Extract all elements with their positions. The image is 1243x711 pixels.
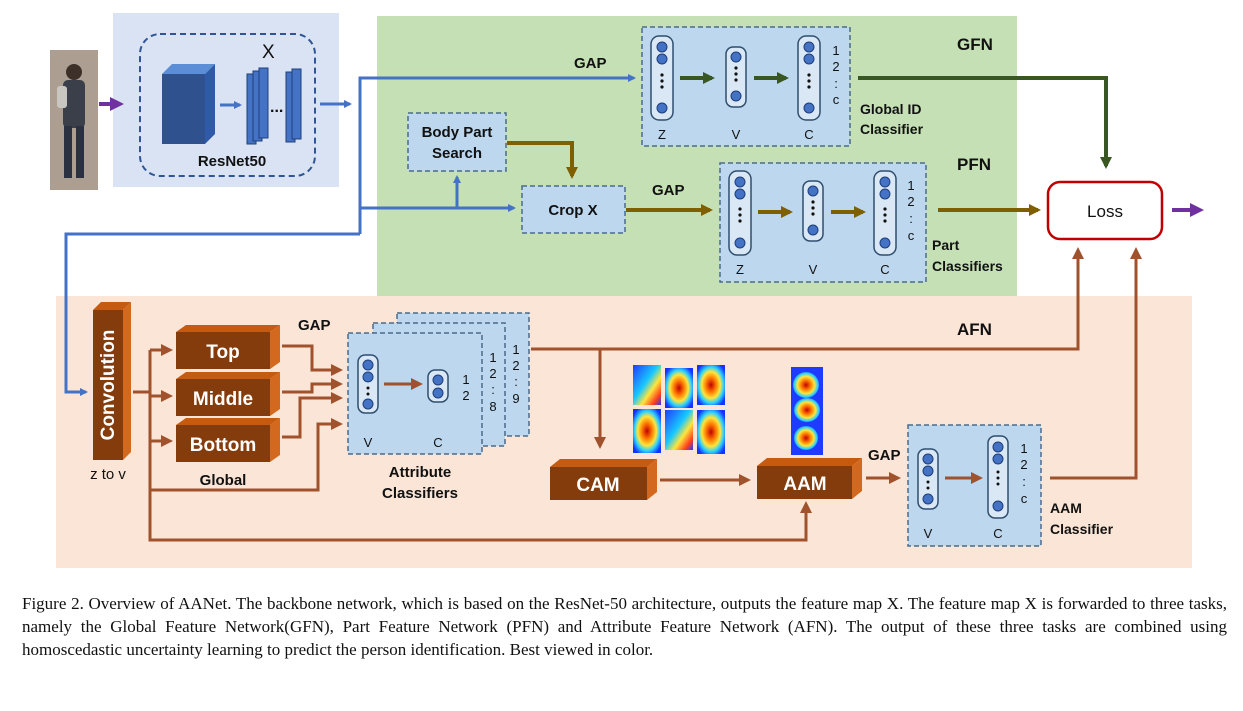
conv-to-aam-arrow: [148, 490, 812, 542]
body-part-search-label-2: Search: [432, 145, 482, 162]
attribute-classifiers-label-1: Attribute: [389, 464, 452, 481]
gfn-z-label: Z: [658, 127, 666, 142]
attr-back-class-9: 9: [512, 391, 519, 406]
gfn-classifier-label-2: Classifier: [860, 121, 924, 137]
afn-gap-label: GAP: [298, 317, 331, 334]
global-label: Global: [200, 472, 247, 489]
search-to-crop-arrow: [507, 141, 578, 179]
attr-back-class-2: 2: [512, 358, 519, 373]
attr-back-class-dots: :: [514, 374, 518, 389]
attr-mid-class-8: 8: [489, 399, 496, 414]
attribute-classifiers-label-2: Classifiers: [382, 485, 458, 502]
body-part-search-label-1: Body Part: [422, 124, 493, 141]
middle-label: Middle: [193, 389, 253, 410]
route-to-gfn: [358, 74, 636, 234]
cam-heatmaps: [633, 365, 725, 454]
gfn-vector-z: [650, 35, 674, 121]
aam-class-2: 2: [1020, 457, 1027, 472]
bottom-to-attr: [282, 392, 343, 439]
attr-mid-class-1: 1: [489, 350, 496, 365]
afn-label: AFN: [957, 320, 992, 339]
crop-x-box: [521, 185, 626, 234]
pfn-classifier-label-1: Part: [932, 237, 960, 253]
resnet-block: [162, 64, 215, 144]
aam-block: [757, 458, 862, 499]
attr-back-class-1: 1: [512, 342, 519, 357]
gfn-c-label: C: [804, 127, 813, 142]
pfn-class-2: 2: [907, 194, 914, 209]
aam-v-label: V: [924, 526, 933, 541]
attr-mid-class-2: 2: [489, 366, 496, 381]
gfn-vector-v: [725, 46, 747, 108]
convolution-label: Convolution: [98, 330, 119, 441]
aam-class-c: c: [1021, 491, 1028, 506]
top-label: Top: [206, 342, 239, 363]
attr-vector-c: [427, 369, 449, 403]
gfn-gap-label: GAP: [574, 55, 607, 72]
pfn-vector-v: [802, 180, 824, 242]
crop-x-label: Crop X: [548, 202, 597, 219]
aam-class-dots: :: [1022, 474, 1026, 489]
gfn-class-c: c: [833, 92, 840, 107]
gfn-class-2: 2: [832, 59, 839, 74]
pfn-z-label: Z: [736, 262, 744, 277]
top-block: [176, 325, 280, 369]
route-to-afn: [64, 232, 360, 396]
middle-block: [176, 372, 280, 416]
aam-gap-label: GAP: [868, 447, 901, 464]
pfn-gap-label: GAP: [652, 182, 685, 199]
aam-vector-c: [987, 435, 1009, 519]
aam-c-label: C: [993, 526, 1002, 541]
gfn-class-dots: :: [834, 76, 838, 91]
aam-label: AAM: [783, 474, 826, 495]
gfn-v-label: V: [732, 127, 741, 142]
convolution-block: [93, 302, 131, 460]
cam-label: CAM: [576, 475, 619, 496]
cam-block: [550, 459, 657, 500]
gfn-classifier-label-1: Global ID: [860, 101, 921, 117]
attr-vector-v: [357, 354, 379, 414]
attr-mid-class-dots: :: [491, 382, 495, 397]
pfn-class-c: c: [908, 228, 915, 243]
person-input-image: [50, 50, 98, 190]
body-part-search-box: [407, 112, 507, 172]
aam-classifier-label-2: Classifier: [1050, 521, 1114, 537]
pfn-class-dots: :: [909, 211, 913, 226]
gfn-to-loss-arrow: [858, 76, 1112, 169]
pfn-label: PFN: [957, 155, 991, 174]
loss-label: Loss: [1087, 202, 1123, 221]
attr-front-class-1: 1: [462, 372, 469, 387]
aam-heatmap: [791, 367, 823, 455]
aam-class-1: 1: [1020, 441, 1027, 456]
pfn-v-label: V: [809, 262, 818, 277]
middle-to-attr: [282, 378, 343, 394]
attr-to-loss-arrow: [531, 247, 1084, 351]
attr-front-class-2: 2: [462, 388, 469, 403]
attr-v-label: V: [364, 435, 373, 450]
aanet-diagram: ... X ResNet50 GFN PFN AFN GAP 1 2 : c Z…: [50, 13, 1204, 568]
aam-to-loss-arrow: [1050, 247, 1142, 480]
pfn-vector-c: [873, 170, 897, 256]
backbone-label: ResNet50: [198, 153, 266, 170]
pfn-classifier-label-2: Classifiers: [932, 258, 1003, 274]
bottom-block: [176, 418, 280, 462]
svg-text:...: ...: [270, 99, 283, 116]
gfn-class-1: 1: [832, 43, 839, 58]
aam-classifier-label-1: AAM: [1050, 500, 1082, 516]
gfn-label: GFN: [957, 35, 993, 54]
pfn-class-1: 1: [907, 178, 914, 193]
feature-map-label: X: [262, 42, 275, 63]
top-to-attr: [282, 344, 343, 376]
aam-vector-v: [917, 448, 939, 510]
pfn-vector-z: [728, 170, 752, 256]
attr-c-label: C: [433, 435, 442, 450]
z-to-v-label: z to v: [90, 466, 126, 483]
gfn-vector-c: [797, 35, 821, 121]
bottom-label: Bottom: [190, 435, 256, 456]
feature-map-x: ...: [246, 67, 302, 145]
figure-caption: Figure 2. Overview of AANet. The backbon…: [22, 594, 1227, 659]
loss-box: [1046, 180, 1164, 241]
pfn-c-label: C: [880, 262, 889, 277]
global-to-attr: [150, 418, 343, 492]
